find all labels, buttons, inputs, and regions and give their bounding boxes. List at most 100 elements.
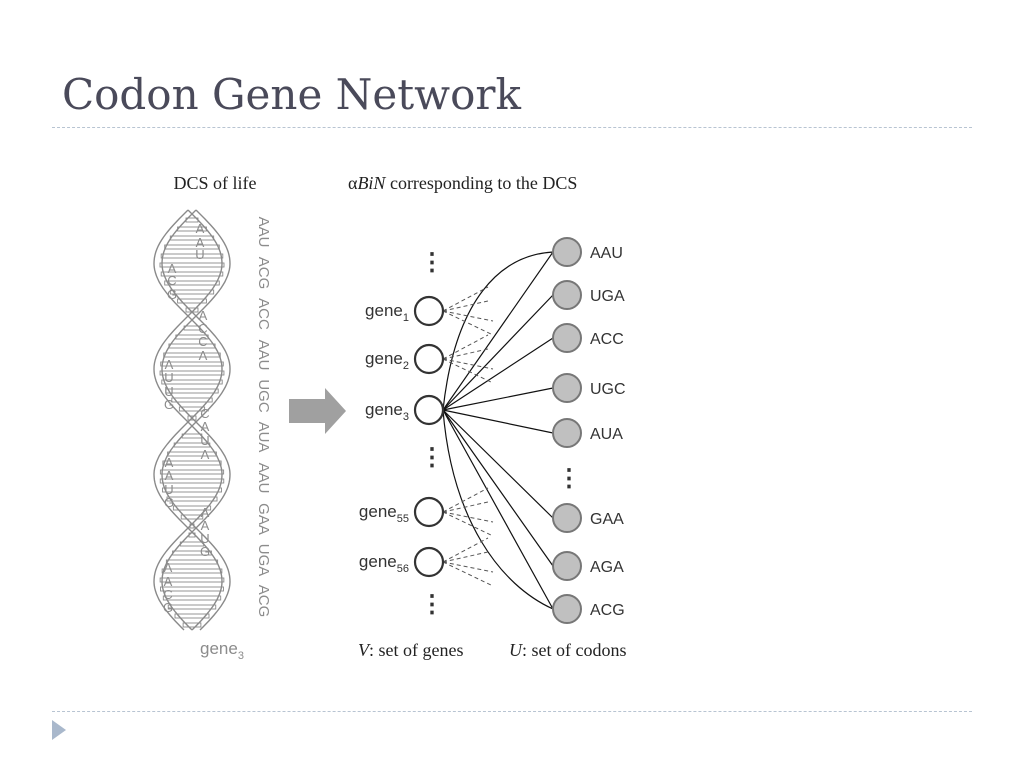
base-pair-rung — [166, 496, 218, 502]
codon-column-item: AAU — [255, 463, 272, 494]
dashed-edge — [442, 487, 489, 513]
dashed-edge — [442, 358, 494, 384]
base-pair-rung — [164, 280, 220, 286]
codon-column-item: AAU — [255, 340, 272, 371]
base-pair-rung — [169, 235, 215, 241]
codon-node-label: AUA — [590, 426, 623, 443]
helix-base-letter: G — [164, 495, 174, 510]
dna-helix-illustration — [153, 209, 231, 631]
codon-column-item: ACC — [255, 298, 272, 330]
helix-base-letter: A — [196, 235, 205, 250]
gene-node — [413, 496, 445, 528]
base-pair-rung — [167, 604, 217, 610]
helix-base-letter: U — [164, 482, 173, 497]
ellipsis-marker: ⋮ — [557, 465, 581, 492]
base-pair-rung — [160, 586, 224, 592]
network-dashed-edges — [442, 286, 494, 587]
helix-base-letter: A — [196, 221, 205, 236]
dashed-edge — [442, 501, 489, 513]
gene3-codon-edge — [442, 409, 554, 519]
base-pair-rung — [174, 613, 210, 619]
dashed-edge — [442, 537, 489, 563]
helix-strand-2-edge-b — [161, 209, 231, 631]
codon-node-label: UGA — [590, 288, 625, 305]
gene3-codon-edge — [442, 409, 554, 610]
gene3-codon-edge — [442, 251, 554, 411]
base-pair-rung — [165, 388, 219, 394]
codon-column-item: ACG — [255, 585, 272, 618]
gene3-codon-edge — [442, 409, 554, 434]
slide-title: Codon Gene Network — [62, 70, 521, 119]
base-pair-rung — [159, 370, 225, 376]
gene-node-label: gene55 — [359, 502, 409, 525]
helix-strand-1-edge-b — [161, 209, 231, 631]
base-pair-rung — [159, 469, 225, 475]
base-pair-rung — [171, 397, 213, 403]
dashed-edge — [442, 348, 489, 360]
ellipsis-marker: ⋮ — [420, 249, 444, 276]
helix-strand-2-edge-a — [153, 209, 223, 631]
dashed-edge — [442, 511, 494, 537]
helix-base-letter: U — [164, 384, 173, 399]
codon-node-label: AGA — [590, 559, 624, 576]
base-pair-rung — [160, 271, 224, 277]
ellipsis-markers: ⋮⋮⋮⋮ — [420, 249, 581, 618]
base-pair-rung — [168, 343, 216, 349]
dashed-edge — [442, 551, 489, 563]
codon-node-label: AAU — [590, 245, 623, 262]
codon-node-label: UGC — [590, 381, 626, 398]
helix-base-letter: A — [199, 348, 208, 363]
base-pair-rung — [172, 505, 212, 511]
dashed-edge — [442, 334, 489, 360]
gene-node — [413, 546, 445, 578]
codon-node — [552, 373, 582, 403]
base-pair-rung — [178, 406, 206, 412]
codon-set-caption: U: set of codons — [509, 640, 626, 660]
gene-node-label: gene56 — [359, 552, 409, 575]
helix-base-letter: A — [165, 455, 174, 470]
helix-base-letter: G — [200, 544, 210, 559]
transform-arrow-icon — [289, 388, 346, 434]
helix-base-letter: A — [164, 560, 173, 575]
dashed-edge — [442, 358, 494, 370]
base-pair-rung — [177, 298, 207, 304]
helix-base-letter: A — [165, 468, 174, 483]
gene3-aau-arc — [442, 251, 554, 411]
base-pair-rung — [159, 262, 225, 268]
network-edges — [442, 251, 554, 610]
gene3-codon-edge — [442, 409, 554, 567]
codon-node — [552, 280, 582, 310]
gene3-codon-edge — [442, 337, 554, 411]
base-pair-rung — [165, 559, 219, 565]
helix-base-letter: A — [164, 574, 173, 589]
gene-node-label: gene2 — [365, 349, 409, 372]
base-pair-rung — [182, 622, 202, 628]
codon-column-item: UGA — [255, 544, 272, 577]
helix-base-letter: C — [167, 273, 176, 288]
codon-node — [552, 237, 582, 267]
base-pair-rung — [164, 244, 220, 250]
codon-column-item: UGC — [255, 379, 272, 413]
ellipsis-marker: ⋮ — [420, 591, 444, 618]
gene-set-caption: V: set of genes — [358, 640, 463, 660]
helix-strand-1-edge-a — [153, 209, 223, 631]
codon-node-label: ACG — [590, 602, 625, 619]
gene-node — [413, 295, 445, 327]
base-pair-rung — [160, 361, 224, 367]
gene-node — [413, 394, 445, 426]
dashed-edge — [442, 561, 494, 587]
helix-base-letter: G — [167, 287, 177, 302]
helix-base-letter: A — [199, 308, 208, 323]
helix-base-letter: A — [165, 357, 174, 372]
gene3-codon-edge — [442, 387, 554, 411]
dashed-edge — [442, 300, 489, 312]
codon-node-label: ACC — [590, 331, 624, 348]
base-pair-rung — [181, 433, 203, 439]
bullet-arrow-icon — [52, 720, 66, 740]
dashed-edge — [442, 561, 494, 573]
helix-base-letter: C — [198, 334, 207, 349]
dcs-heading: DCS of life — [174, 173, 257, 193]
gene-node — [413, 343, 445, 375]
